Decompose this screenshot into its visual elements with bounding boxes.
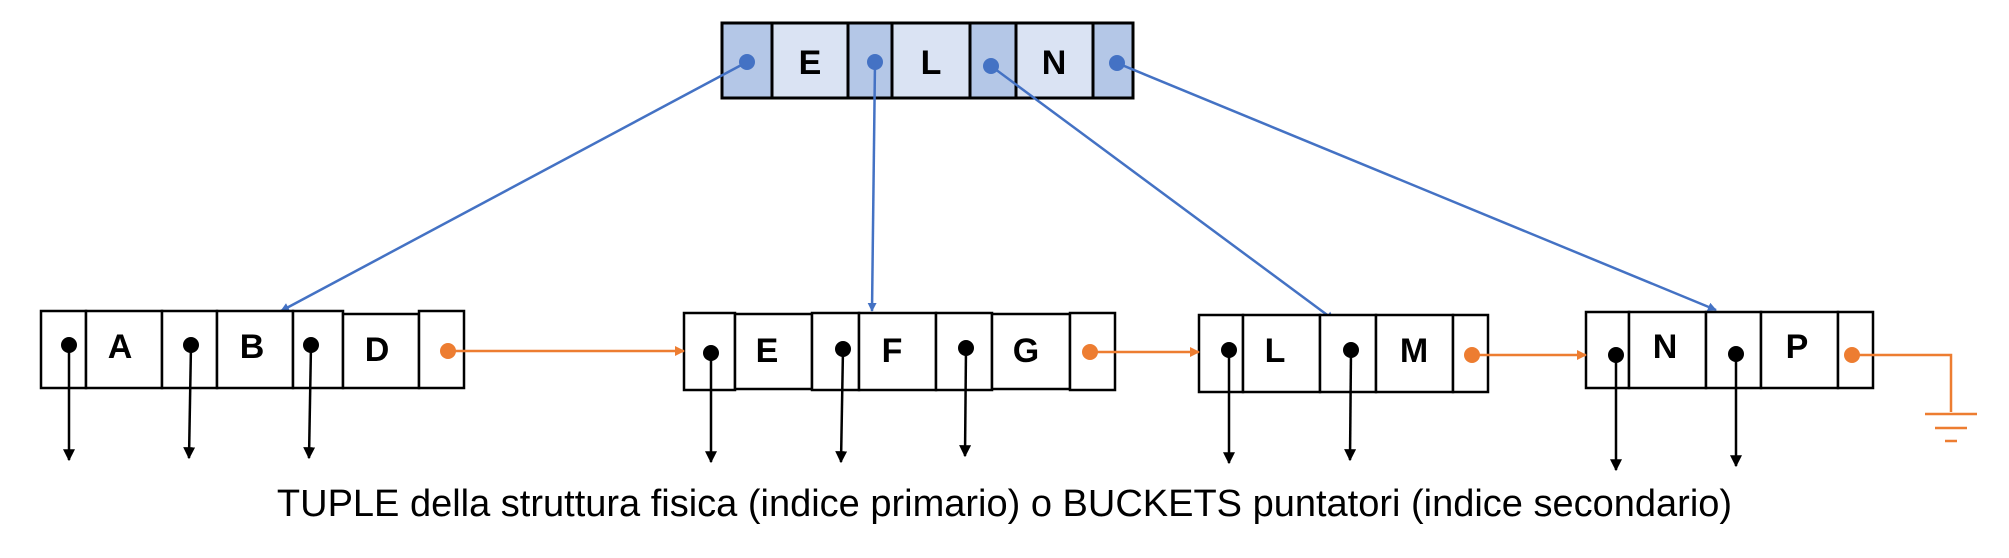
tree-link-arrow (990, 64, 1335, 322)
tree-link-arrow (280, 60, 748, 313)
leaf-key: P (1786, 328, 1809, 366)
leaf-node (1197, 313, 1490, 394)
diagram-caption: TUPLE della struttura fisica (indice pri… (276, 483, 1733, 525)
leaf-chain (448, 346, 1953, 412)
root-pointer-dots (739, 54, 1125, 74)
record-pointer-arrow (959, 347, 972, 458)
leaf-key: G (1013, 332, 1039, 370)
tree-links (280, 60, 1717, 322)
leaf-key-cell (857, 311, 938, 392)
leaf-pointer-cell (291, 309, 345, 390)
leaf-key: B (240, 328, 265, 366)
record-pointer-dots (61, 337, 1744, 363)
leaf-pointer-cell (1584, 310, 1631, 390)
root-key: E (799, 44, 822, 82)
record-pointer-dot (958, 340, 974, 356)
leaf-node (682, 311, 1117, 392)
tree-link-arrow (1116, 61, 1717, 312)
record-pointer-dot (61, 337, 77, 353)
leaf-key-cell (215, 309, 295, 390)
root-node: E L N (720, 21, 1135, 100)
root-key: L (921, 44, 942, 82)
leaf-key-cell (1241, 313, 1322, 394)
leaf-chain-terminator-line (1852, 353, 1953, 412)
root-key: N (1042, 44, 1067, 82)
leaf-node (39, 309, 466, 390)
leaf-key: E (756, 332, 779, 370)
root-pointer-dot (1109, 55, 1125, 71)
record-pointers (63, 344, 1742, 472)
leaf-chain-dot (1082, 344, 1098, 360)
leaf-pointer-cell (1704, 310, 1763, 390)
leaf-chain-dot (440, 343, 456, 359)
leaf-chain-dot (1464, 347, 1480, 363)
leaf-key-cell (733, 312, 814, 391)
leaf-key: M (1400, 332, 1428, 370)
record-pointer-dot (1728, 346, 1744, 362)
root-pointer-dot (739, 54, 755, 70)
record-pointer-arrow (303, 344, 316, 460)
ground-icon (1925, 412, 1977, 443)
leaf-key-cell (1627, 310, 1708, 390)
leaf-chain-dot (1844, 347, 1860, 363)
root-key-cell (770, 21, 850, 100)
tree-link-arrow (867, 61, 877, 312)
leaf-key: D (365, 331, 390, 369)
root-key-cell (1014, 21, 1095, 100)
record-pointer-arrow (835, 348, 848, 464)
record-pointer-arrow (1344, 349, 1357, 462)
leaf-key: L (1265, 332, 1286, 370)
record-pointer-dot (1343, 342, 1359, 358)
record-pointer-dot (703, 345, 719, 361)
record-pointer-dot (835, 341, 851, 357)
leaf-key: N (1653, 328, 1678, 366)
record-pointer-dot (1221, 342, 1237, 358)
record-pointer-arrow (183, 344, 196, 460)
root-pointer-dot (983, 58, 999, 74)
leaf-chain-dots (440, 343, 1860, 363)
leaf-pointer-cell (1197, 313, 1245, 394)
leaf-key: F (882, 332, 903, 370)
record-pointer-dot (303, 337, 319, 353)
record-pointer-dot (183, 337, 199, 353)
root-pointer-cell (720, 21, 774, 100)
root-pointer-dot (867, 54, 883, 70)
leaf-key: A (108, 328, 133, 366)
record-pointer-dot (1608, 347, 1624, 363)
